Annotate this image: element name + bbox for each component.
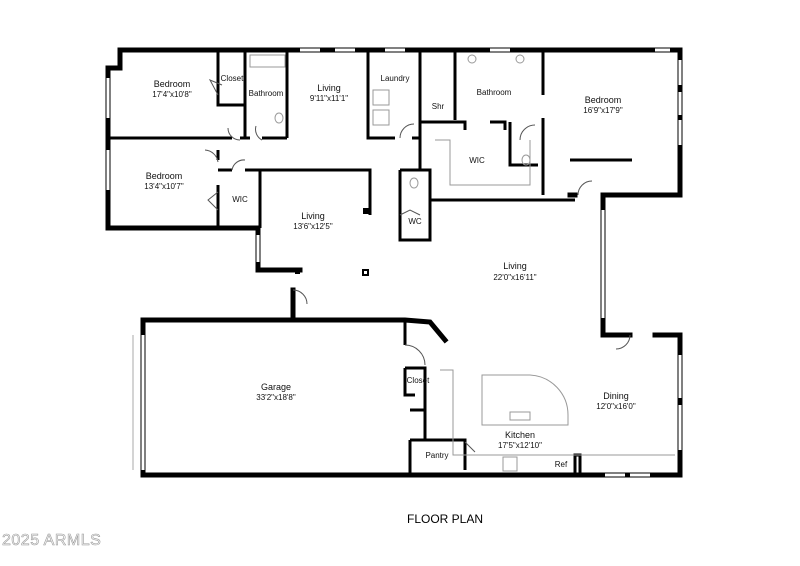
room-bedroom-2: Bedroom	[146, 171, 183, 181]
room-garage-dims: 33'2"x18'8"	[256, 393, 296, 402]
watermark: 2025 ARMLS	[2, 532, 102, 550]
room-closet-1: Closet	[221, 74, 244, 83]
room-living-1: Living	[317, 83, 341, 93]
room-wc: WC	[408, 217, 422, 226]
room-living-1-dims: 9'11"x11'1"	[310, 94, 348, 103]
fixtures	[249, 54, 675, 472]
room-wic-1: WIC	[232, 195, 248, 204]
room-kitchen: Kitchen	[505, 430, 535, 440]
room-dining: Dining	[603, 391, 629, 401]
room-living-2: Living	[301, 211, 325, 221]
room-bedroom-2-dims: 13'4"x10'7"	[144, 182, 184, 191]
room-living-3: Living	[503, 261, 527, 271]
room-ref: Ref	[555, 460, 568, 469]
room-bedroom-1-dims: 17'4"x10'8"	[152, 90, 192, 99]
room-pantry: Pantry	[425, 451, 448, 460]
room-bathroom-1: Bathroom	[249, 89, 284, 98]
room-master-bedroom: Bedroom	[585, 95, 622, 105]
room-dining-dims: 12'0"x16'0"	[596, 402, 636, 411]
room-master-bathroom: Bathroom	[477, 88, 512, 97]
room-kitchen-dims: 17'5"x12'10"	[498, 441, 542, 450]
floor-plan-title: FLOOR PLAN	[406, 512, 484, 526]
room-shower: Shr	[432, 102, 445, 111]
room-living-2-dims: 13'6"x12'5"	[293, 222, 333, 231]
room-living-3-dims: 22'0"x16'11"	[493, 273, 536, 282]
room-garage: Garage	[261, 382, 291, 392]
doors	[204, 79, 631, 453]
room-labels: Bedroom 17'4"x10'8" Closet Bathroom Livi…	[144, 74, 636, 469]
room-wic-2: WIC	[469, 156, 485, 165]
windows	[106, 48, 682, 477]
room-laundry: Laundry	[381, 74, 410, 83]
interior-walls	[108, 50, 632, 477]
room-bedroom-1: Bedroom	[154, 79, 191, 89]
room-closet-2: Closet	[407, 376, 430, 385]
room-master-bedroom-dims: 16'9"x17'9"	[583, 106, 623, 115]
